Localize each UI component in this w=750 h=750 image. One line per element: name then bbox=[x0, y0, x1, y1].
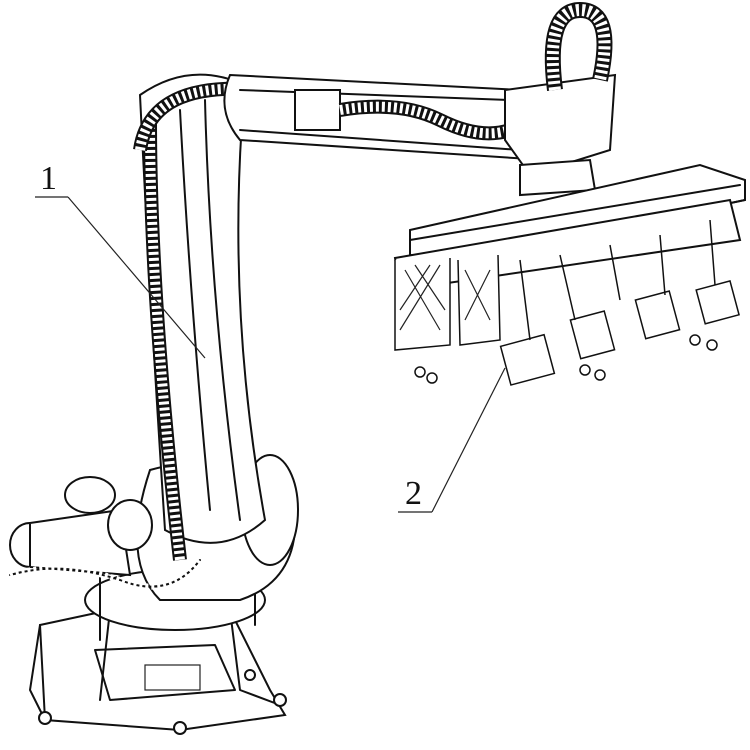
callout-label-1: 1 bbox=[40, 160, 57, 197]
callout-label-2: 2 bbox=[405, 475, 422, 512]
label-2-leader bbox=[431, 367, 506, 513]
gripper bbox=[393, 163, 746, 386]
label-1-leader bbox=[67, 196, 206, 359]
robot-lower-arm bbox=[133, 73, 267, 561]
robot-upper-arm bbox=[223, 1, 617, 197]
